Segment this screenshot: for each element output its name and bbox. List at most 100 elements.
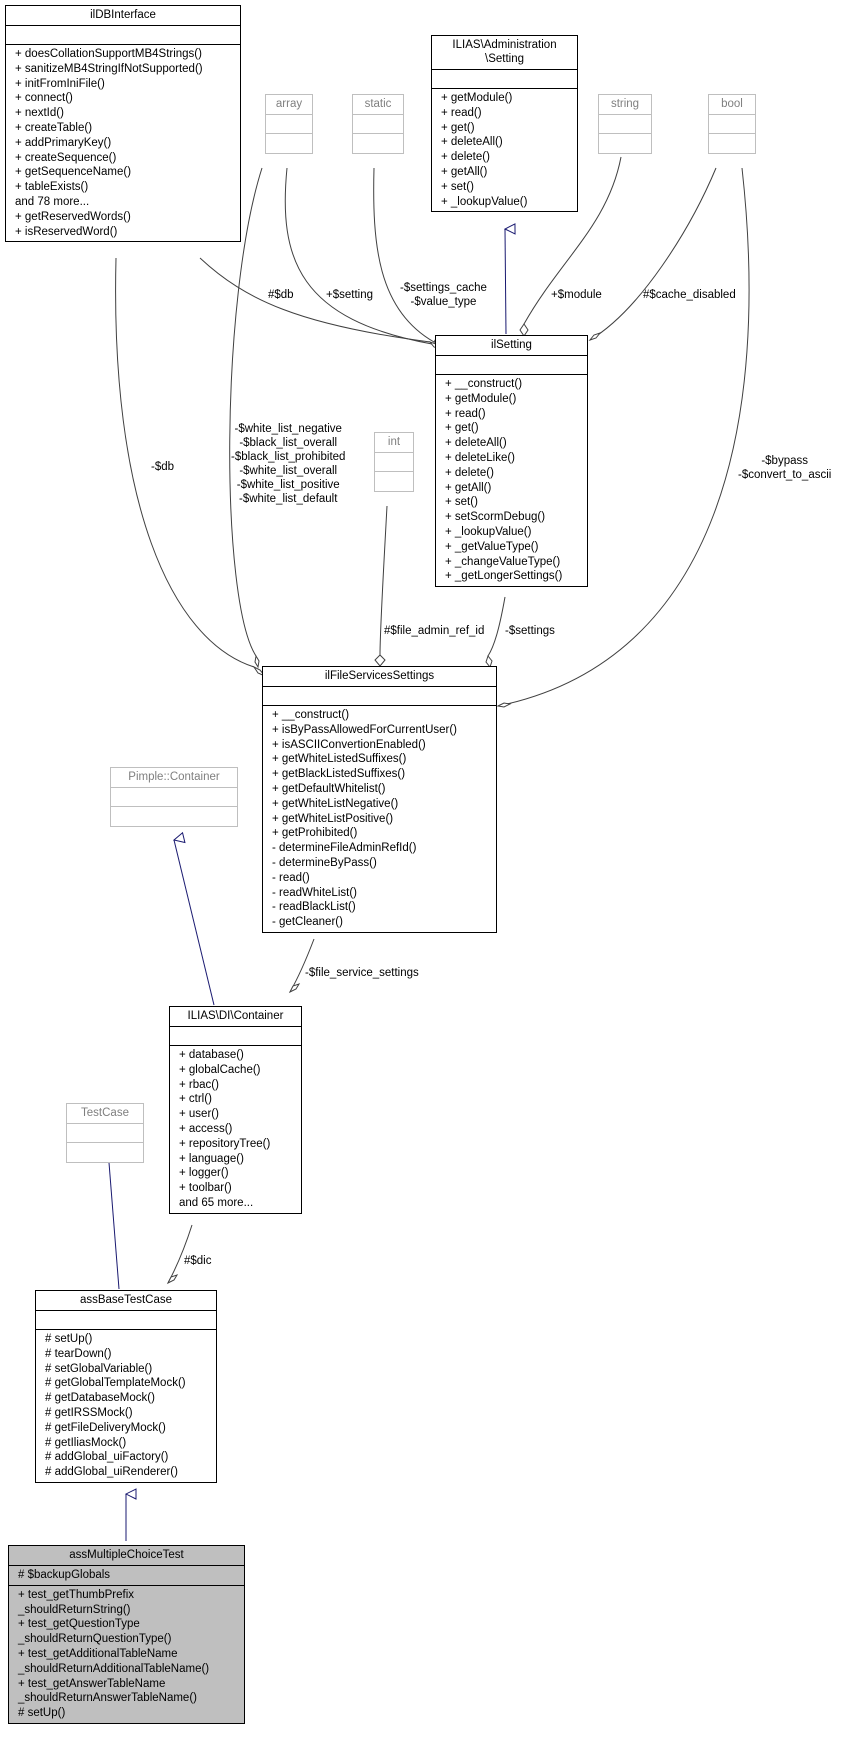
method: + getDefaultWhitelist() <box>272 782 386 795</box>
method: + access() <box>179 1122 233 1135</box>
method: + repositoryTree() <box>179 1137 271 1150</box>
method: + user() <box>179 1108 219 1121</box>
class-name: ilDBInterface <box>6 6 240 26</box>
method: + createTable() <box>15 121 93 134</box>
method: # getFileDeliveryMock() <box>45 1421 166 1434</box>
methods-section <box>266 134 312 153</box>
method: + ctrl() <box>179 1093 212 1106</box>
method: + test_getAdditionalTableName <box>18 1647 178 1660</box>
edge-int-to-fss <box>379 505 388 656</box>
methods-section <box>599 134 651 153</box>
method: + rbac() <box>179 1078 219 1091</box>
edge-label-bypass: -$bypass -$convert_to_ascii <box>738 454 831 482</box>
class-ilias-di-container: ILIAS\DI\Container + database() + global… <box>169 1006 302 1214</box>
edge-label-file-admin-ref-id: #$file_admin_ref_id <box>384 625 485 637</box>
method: + toolbar() <box>179 1182 232 1195</box>
methods-section <box>67 1143 143 1162</box>
attributes-section <box>263 687 496 706</box>
method: + _getValueType() <box>445 540 539 553</box>
attributes-section <box>353 115 403 134</box>
class-name-line2: \Setting <box>485 53 524 65</box>
method: + database() <box>179 1049 244 1061</box>
class-name: ilFileServicesSettings <box>263 667 496 687</box>
attributes-section <box>375 453 413 472</box>
method: and 65 more... <box>179 1196 254 1209</box>
method: + setScormDebug() <box>445 511 546 524</box>
method: + initFromIniFile() <box>15 77 105 90</box>
method: - determineFileAdminRefId() <box>272 842 417 855</box>
class-name: ILIAS\DI\Container <box>170 1007 301 1027</box>
class-name: TestCase <box>67 1104 143 1124</box>
attributes-section <box>111 788 237 807</box>
inherit-base-testcase <box>108 1150 120 1290</box>
edge-label-bypass-line1: -$bypass <box>761 455 808 467</box>
method: + _lookupValue() <box>445 525 532 538</box>
method: + isReservedWord() <box>15 225 118 238</box>
attributes-section <box>709 115 755 134</box>
method: + getModule() <box>441 92 513 104</box>
edge-ilsetting-to-fss <box>487 596 506 657</box>
class-array: array <box>265 94 313 154</box>
class-name: array <box>266 95 312 115</box>
methods-section: + doesCollationSupportMB4Strings() + san… <box>6 45 240 241</box>
inherit-ilsetting-setting <box>505 229 506 335</box>
method: + sanitizeMB4StringIfNotSupported() <box>15 62 203 75</box>
edge-label-list-5: -$white_list_positive <box>236 479 340 491</box>
method: + nextId() <box>15 107 64 120</box>
class-ilfileservicessettings: ilFileServicesSettings + __construct() +… <box>262 666 497 933</box>
method: and 78 more... <box>15 195 90 208</box>
edge-label-convert-line2: -$convert_to_ascii <box>738 469 832 481</box>
method: - read() <box>272 871 310 884</box>
edge-label-cache-disabled: #$cache_disabled <box>643 289 736 301</box>
method: + isASCIIConvertionEnabled() <box>272 738 426 751</box>
method: + get() <box>445 422 479 435</box>
class-name: ilSetting <box>436 336 587 356</box>
edge-label-dic: #$dic <box>184 1255 212 1267</box>
method: + _getLongerSettings() <box>445 570 563 583</box>
edge-label-settings: -$settings <box>505 625 555 637</box>
edge-array-to-fss <box>229 167 263 657</box>
edge-label-list-3: -$black_list_prohibited <box>231 451 346 463</box>
method: # addGlobal_uiRenderer() <box>45 1466 178 1479</box>
method: + getProhibited() <box>272 827 358 840</box>
class-ildbinterface: ilDBInterface + doesCollationSupportMB4S… <box>5 5 241 243</box>
class-name: bool <box>709 95 755 115</box>
attributes-section <box>266 115 312 134</box>
method: + createSequence() <box>15 151 117 164</box>
method: # getDatabaseMock() <box>45 1392 155 1405</box>
method: + _lookupValue() <box>441 195 528 208</box>
methods-section: # setUp() # tearDown() # setGlobalVariab… <box>36 1330 216 1482</box>
edge-label-list-6: -$white_list_default <box>238 493 338 505</box>
method: + get() <box>441 121 475 134</box>
method: - readBlackList() <box>272 901 356 914</box>
methods-section: + test_getThumbPrefix _shouldReturnStrin… <box>9 1586 244 1723</box>
diamond-ilsetting-cache <box>588 331 602 342</box>
diamond-di-fss <box>288 983 301 994</box>
class-name: ILIAS\Administration \Setting <box>432 36 577 70</box>
method: # tearDown() <box>45 1347 112 1360</box>
class-name: static <box>353 95 403 115</box>
diamond-fss-lists <box>254 654 260 669</box>
method: + getSequenceName() <box>15 166 132 179</box>
method: # setUp() <box>45 1333 93 1345</box>
method: + delete() <box>441 151 490 164</box>
class-bool: bool <box>708 94 756 154</box>
class-ilsetting: ilSetting + __construct() + getModule() … <box>435 335 588 588</box>
methods-section: + database() + globalCache() + rbac() + … <box>170 1046 301 1213</box>
method: + language() <box>179 1152 244 1165</box>
edge-string-to-ilsetting <box>523 156 622 325</box>
edge-label-file-service-settings: -$file_service_settings <box>305 967 419 979</box>
methods-section <box>375 472 413 491</box>
method: _shouldReturnString() <box>18 1603 131 1616</box>
edge-bool-to-ilsetting <box>589 167 717 341</box>
method: + deleteAll() <box>441 136 503 149</box>
class-testcase: TestCase <box>66 1103 144 1163</box>
method: + isByPassAllowedForCurrentUser() <box>272 723 458 736</box>
methods-section: + getModule() + read() + get() + deleteA… <box>432 89 577 211</box>
method: + getReservedWords() <box>15 210 131 223</box>
inherit-di-pimple <box>174 840 215 1006</box>
method: _shouldReturnAdditionalTableName() <box>18 1662 210 1675</box>
method: # getIliasMock() <box>45 1436 127 1449</box>
edge-bool-to-fss <box>497 167 750 707</box>
method: + __construct() <box>445 378 523 390</box>
